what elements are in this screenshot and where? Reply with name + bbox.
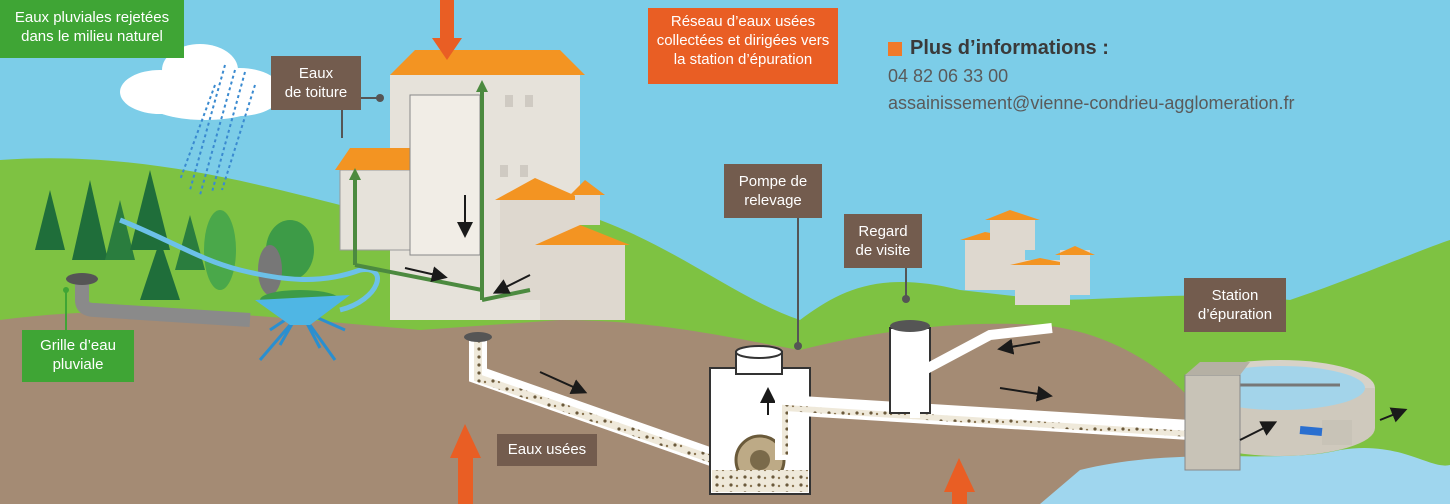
- label-regard-visite: Regard de visite: [844, 214, 922, 268]
- uplift-arrow-head: [450, 424, 481, 458]
- label-pompe-relevage: Pompe de relevage: [724, 164, 822, 218]
- info-title: Plus d’informations :: [888, 37, 1294, 60]
- label-eaux-pluviales: Eaux pluviales rejetées dans le milieu n…: [0, 0, 184, 58]
- rain: [179, 64, 256, 196]
- label-grille-eau-pluviale: Grille d’eau pluviale: [22, 330, 134, 382]
- stream: [119, 217, 380, 313]
- branch-pipe: [910, 323, 1053, 418]
- info-phone: 04 82 06 33 00: [888, 66, 1009, 86]
- storm-grate: [66, 273, 98, 285]
- info-email[interactable]: assainissement@vienne-condrieu-agglomera…: [888, 93, 1295, 113]
- rain-arrow-shaft: [440, 0, 454, 40]
- uplift-arrow-head-right: [944, 458, 975, 492]
- treatment-plant: [1184, 360, 1375, 471]
- soil: [0, 311, 1200, 504]
- downpipes: [353, 88, 531, 302]
- label-reseau-eaux-usees: Réseau d’eaux usées collectées et dirigé…: [648, 8, 838, 84]
- water-pool: [255, 295, 350, 325]
- label-station-epuration: Station d’épuration: [1184, 278, 1286, 332]
- label-eaux-toiture: Eaux de toiture: [271, 56, 361, 110]
- river: [1040, 447, 1450, 504]
- manhole-cover-left: [464, 332, 492, 342]
- uplift-arrow-shaft: [458, 455, 473, 504]
- rain-arrow-head: [432, 38, 462, 60]
- storm-pipe: [75, 282, 251, 327]
- orange-square-icon: [888, 41, 902, 56]
- info-block: Plus d’informations : 04 82 06 33 00 ass…: [888, 37, 1294, 114]
- houses-middle: [495, 178, 630, 320]
- houses-right: [960, 210, 1095, 305]
- info-title-text: Plus d’informations :: [910, 37, 1109, 59]
- label-eaux-usees: Eaux usées: [497, 434, 597, 466]
